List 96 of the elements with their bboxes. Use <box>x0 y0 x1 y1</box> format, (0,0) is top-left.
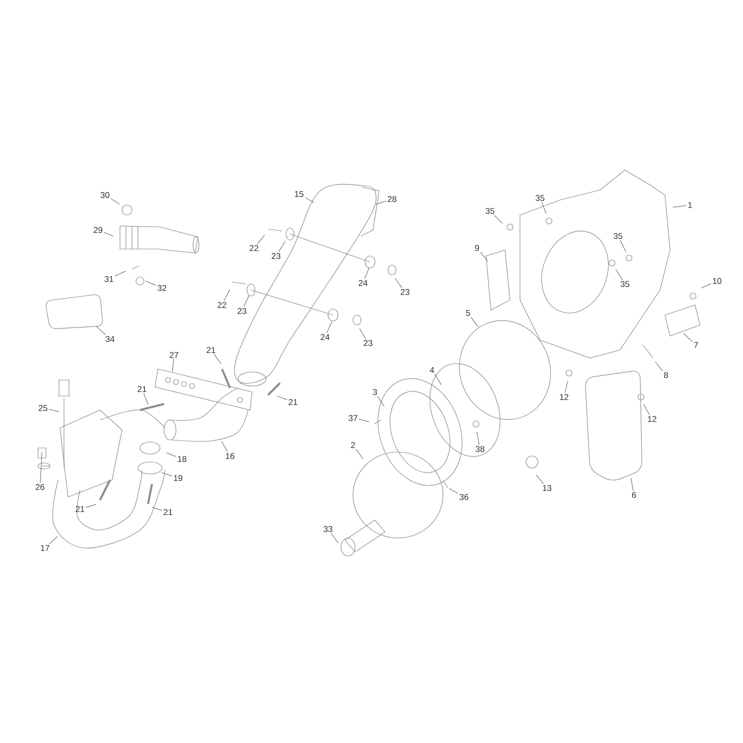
leader-line <box>224 289 230 302</box>
callout-number: 36 <box>460 494 468 500</box>
callout-number: 35 <box>620 281 630 287</box>
leader-line <box>276 396 288 400</box>
leader-line <box>145 280 156 286</box>
leader-line <box>244 295 250 308</box>
callout-number: 38 <box>476 446 484 452</box>
callout-number: 19 <box>174 475 182 481</box>
leader-line <box>49 536 58 544</box>
leader-line <box>304 197 314 203</box>
leader-line <box>86 504 96 508</box>
leader-line <box>214 354 222 364</box>
leader-line <box>96 326 106 336</box>
callout-number: 32 <box>158 285 166 291</box>
leader-line <box>114 270 126 276</box>
callout-number: 24 <box>320 334 330 340</box>
callout-number: 4 <box>430 367 434 373</box>
leader-line <box>221 441 228 452</box>
leader-line <box>375 200 386 205</box>
leader-line <box>615 268 623 280</box>
leader-line <box>172 358 174 372</box>
leader-line <box>152 507 162 511</box>
callout-number: 34 <box>106 336 114 342</box>
leader-line <box>161 472 172 476</box>
leader-line <box>449 488 458 494</box>
callout-number: 10 <box>712 278 722 284</box>
leader-line <box>536 474 544 484</box>
callout-number: 6 <box>632 492 636 498</box>
leader-line <box>166 452 176 457</box>
callout-number: 26 <box>36 484 44 490</box>
callout-number: 9 <box>475 245 479 251</box>
callout-number: 23 <box>272 253 280 259</box>
callout-number: 21 <box>138 386 146 392</box>
leader-line <box>394 278 402 288</box>
callout-number: 21 <box>288 399 298 405</box>
leader-line <box>364 267 370 280</box>
callout-number: 35 <box>486 208 494 214</box>
leader-line <box>326 321 332 334</box>
leader-line <box>48 409 60 412</box>
leader-line <box>356 448 364 460</box>
callout-number: 35 <box>536 195 544 201</box>
callout-number: 24 <box>358 280 368 286</box>
callout-number: 3 <box>372 389 377 395</box>
callout-number: 37 <box>348 415 358 421</box>
leader-line <box>434 374 442 386</box>
leader-line <box>377 396 385 408</box>
callout-number: 23 <box>364 340 372 346</box>
callout-number: 21 <box>206 347 216 353</box>
callout-number: 13 <box>542 485 552 491</box>
callout-number: 21 <box>164 509 172 515</box>
leader-line <box>480 252 488 262</box>
leader-line <box>683 333 693 342</box>
callout-number: 15 <box>294 191 304 197</box>
callout-number: 30 <box>100 192 110 198</box>
leader-line <box>541 202 546 214</box>
callout-number: 17 <box>40 545 50 551</box>
leader-line <box>143 392 148 405</box>
leader-line <box>358 419 370 422</box>
leader-line <box>40 452 42 484</box>
callout-number: 22 <box>250 245 258 251</box>
callout-number: 28 <box>388 196 396 202</box>
callout-number: 33 <box>324 526 332 532</box>
leader-line <box>494 214 503 224</box>
leader-line <box>564 380 568 394</box>
leader-line <box>620 240 626 252</box>
leader-line <box>359 328 366 340</box>
callout-number: 12 <box>648 416 656 422</box>
callout-number: 8 <box>664 372 668 378</box>
callout-number: 23 <box>400 289 410 295</box>
leader-line <box>672 205 687 208</box>
callout-number: 25 <box>38 405 48 411</box>
callout-number: 35 <box>614 233 622 239</box>
leader-line <box>330 532 338 544</box>
leader-line <box>110 198 120 205</box>
callout-number: 2 <box>351 442 355 448</box>
callout-number: 29 <box>94 227 102 233</box>
callout-number: 27 <box>170 352 178 358</box>
leader-line <box>643 404 650 416</box>
leader-line <box>104 232 114 236</box>
callout-number: 23 <box>238 308 246 314</box>
leader-line <box>630 478 634 492</box>
callout-number: 12 <box>560 394 568 400</box>
callout-number: 18 <box>178 456 186 462</box>
callout-number: 16 <box>226 453 234 459</box>
leader-line <box>654 362 663 372</box>
callout-number: 5 <box>466 310 470 316</box>
leader-line <box>257 234 266 244</box>
callout-number: 21 <box>76 506 84 512</box>
callout-number: 1 <box>688 202 692 208</box>
leader-line <box>278 240 286 252</box>
callout-number: 22 <box>218 302 226 308</box>
leader-line <box>476 432 480 446</box>
leader-line <box>470 316 478 328</box>
callout-number: 31 <box>104 276 114 282</box>
leader-line <box>701 283 712 288</box>
callout-number: 7 <box>694 342 698 348</box>
